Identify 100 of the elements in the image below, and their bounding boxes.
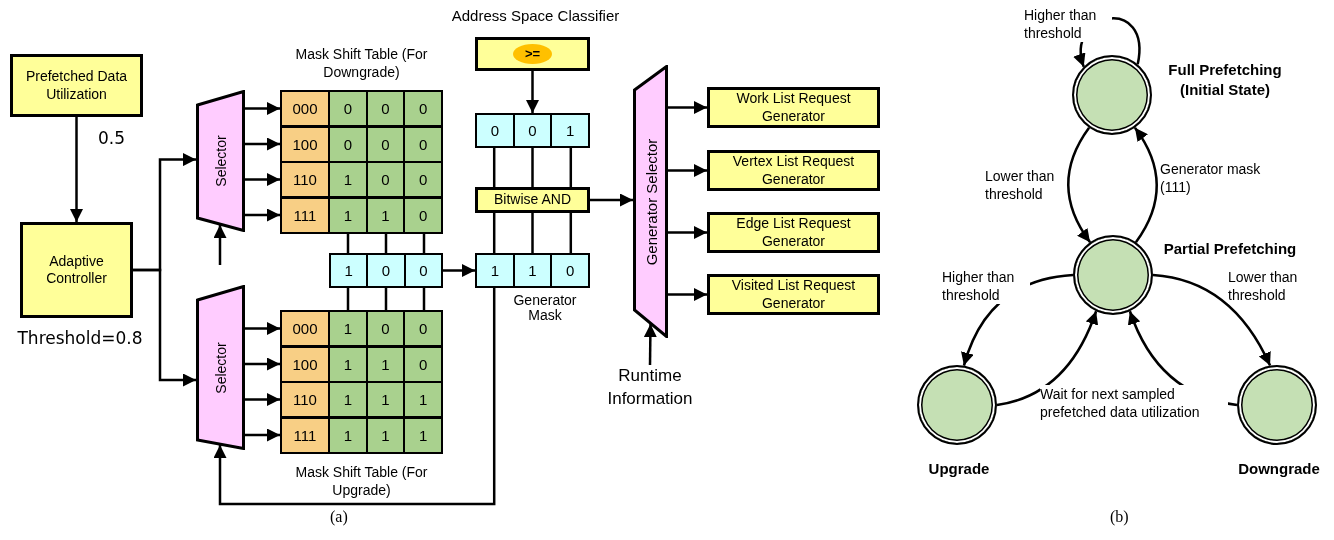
arrow (668, 164, 707, 177)
register-cell: 1 (477, 255, 513, 286)
table-cell: 1 (367, 383, 404, 416)
table-cell: 0 (367, 127, 404, 161)
register-cell: 1 (552, 115, 588, 146)
connector-line (384, 288, 388, 310)
connector-line (422, 288, 426, 310)
register-cell: 0 (405, 255, 441, 286)
register (329, 253, 443, 288)
table-cell: 1 (367, 347, 404, 381)
table-cell: 0 (330, 92, 366, 125)
table-row (280, 90, 443, 127)
register (475, 113, 590, 148)
connector-line (569, 213, 573, 253)
arrow (245, 357, 280, 371)
panel-caption: (b) (1110, 508, 1129, 526)
table-cell: 0 (405, 92, 441, 125)
box-label: Edge List Request Generator (735, 215, 852, 250)
arrow (245, 102, 280, 115)
table-cell: 0 (367, 163, 404, 196)
arrow (668, 226, 707, 239)
selector-label: Selector (212, 135, 229, 187)
table-cell: 1 (405, 418, 441, 452)
arrow (245, 428, 280, 442)
process-box (475, 187, 590, 213)
connector-line (422, 234, 426, 253)
arrow (443, 264, 475, 277)
table-cell: 0 (405, 312, 441, 345)
arrow (245, 322, 280, 335)
arrow (996, 310, 1098, 407)
edge-label: Wait for next sampled prefetched data utilization (1040, 385, 1228, 422)
arrow (590, 193, 633, 207)
state-label: Partial Prefetching (1162, 239, 1298, 259)
register-cell: 1 (514, 255, 551, 286)
register-cell: 0 (368, 255, 404, 286)
arrow (668, 101, 707, 114)
table-cell: 0 (405, 163, 441, 196)
table-row (280, 196, 443, 234)
table-cell: 111 (282, 198, 328, 232)
table-cell: 1 (330, 347, 366, 381)
selector-label: Generator Selector (642, 138, 659, 265)
register-cell: 0 (477, 115, 513, 146)
table-cell: 0 (330, 127, 366, 161)
box-label: Bitwise AND (494, 191, 571, 209)
arrow (1067, 127, 1092, 243)
box-label: Visited List Request Generator (730, 277, 857, 312)
connector-line (492, 148, 496, 187)
box-label: Work List Request Generator (735, 90, 852, 125)
arrow (245, 137, 280, 151)
connector-line (569, 148, 573, 187)
arrow (133, 268, 196, 387)
operator-oval: >= (512, 43, 553, 65)
arrow (643, 324, 657, 365)
table-cell: 1 (330, 418, 366, 452)
table-cell: 1 (367, 198, 404, 232)
table-row (280, 161, 443, 198)
box-label: Prefetched Data Utilization (24, 68, 129, 103)
table-heading: Mask Shift Table (For Upgrade) (294, 464, 429, 499)
table-cell: 1 (330, 198, 366, 232)
arrow (1152, 273, 1272, 367)
arrow (245, 393, 280, 406)
table-cell: 100 (282, 347, 328, 381)
table-cell: 0 (367, 92, 404, 125)
process-box (10, 54, 143, 117)
table-cell: 0 (405, 127, 441, 161)
arrow (245, 173, 280, 186)
table-cell: 1 (330, 383, 366, 416)
connector-line (531, 213, 534, 253)
selector-label: Selector (212, 341, 229, 394)
process-box (707, 150, 880, 191)
state-label: Upgrade (927, 459, 991, 479)
arrow (213, 224, 227, 265)
table-cell: 1 (367, 418, 404, 452)
state-label: Downgrade (1237, 459, 1321, 479)
arrow (245, 208, 280, 222)
annotation-text: Threshold=0.8 (16, 329, 144, 348)
annotation-text: Generator Mask (512, 293, 578, 324)
table-row (280, 416, 443, 454)
connector-line (346, 234, 350, 253)
input-label: Runtime Information (595, 365, 705, 421)
arrow (668, 288, 707, 301)
panel-caption: (a) (330, 508, 348, 526)
table-cell: 111 (282, 418, 328, 452)
edge-label: Higher than threshold (942, 268, 1030, 305)
process-box (707, 274, 880, 315)
connector-line (492, 213, 496, 253)
table-cell: 000 (282, 312, 328, 345)
register-cell: 0 (552, 255, 588, 286)
table-cell: 0 (405, 198, 441, 232)
state-label: Full Prefetching (Initial State) (1167, 60, 1283, 99)
table-cell: 1 (330, 312, 366, 345)
connector-line (531, 148, 534, 187)
table-row (280, 381, 443, 418)
table-cell: 0 (367, 312, 404, 345)
connector-line (384, 234, 388, 253)
table-heading: Mask Shift Table (For Downgrade) (294, 46, 429, 81)
register-cell: 0 (514, 115, 551, 146)
box-label: Adaptive Controller (45, 252, 108, 288)
connector-line (346, 288, 350, 310)
process-box (707, 212, 880, 253)
